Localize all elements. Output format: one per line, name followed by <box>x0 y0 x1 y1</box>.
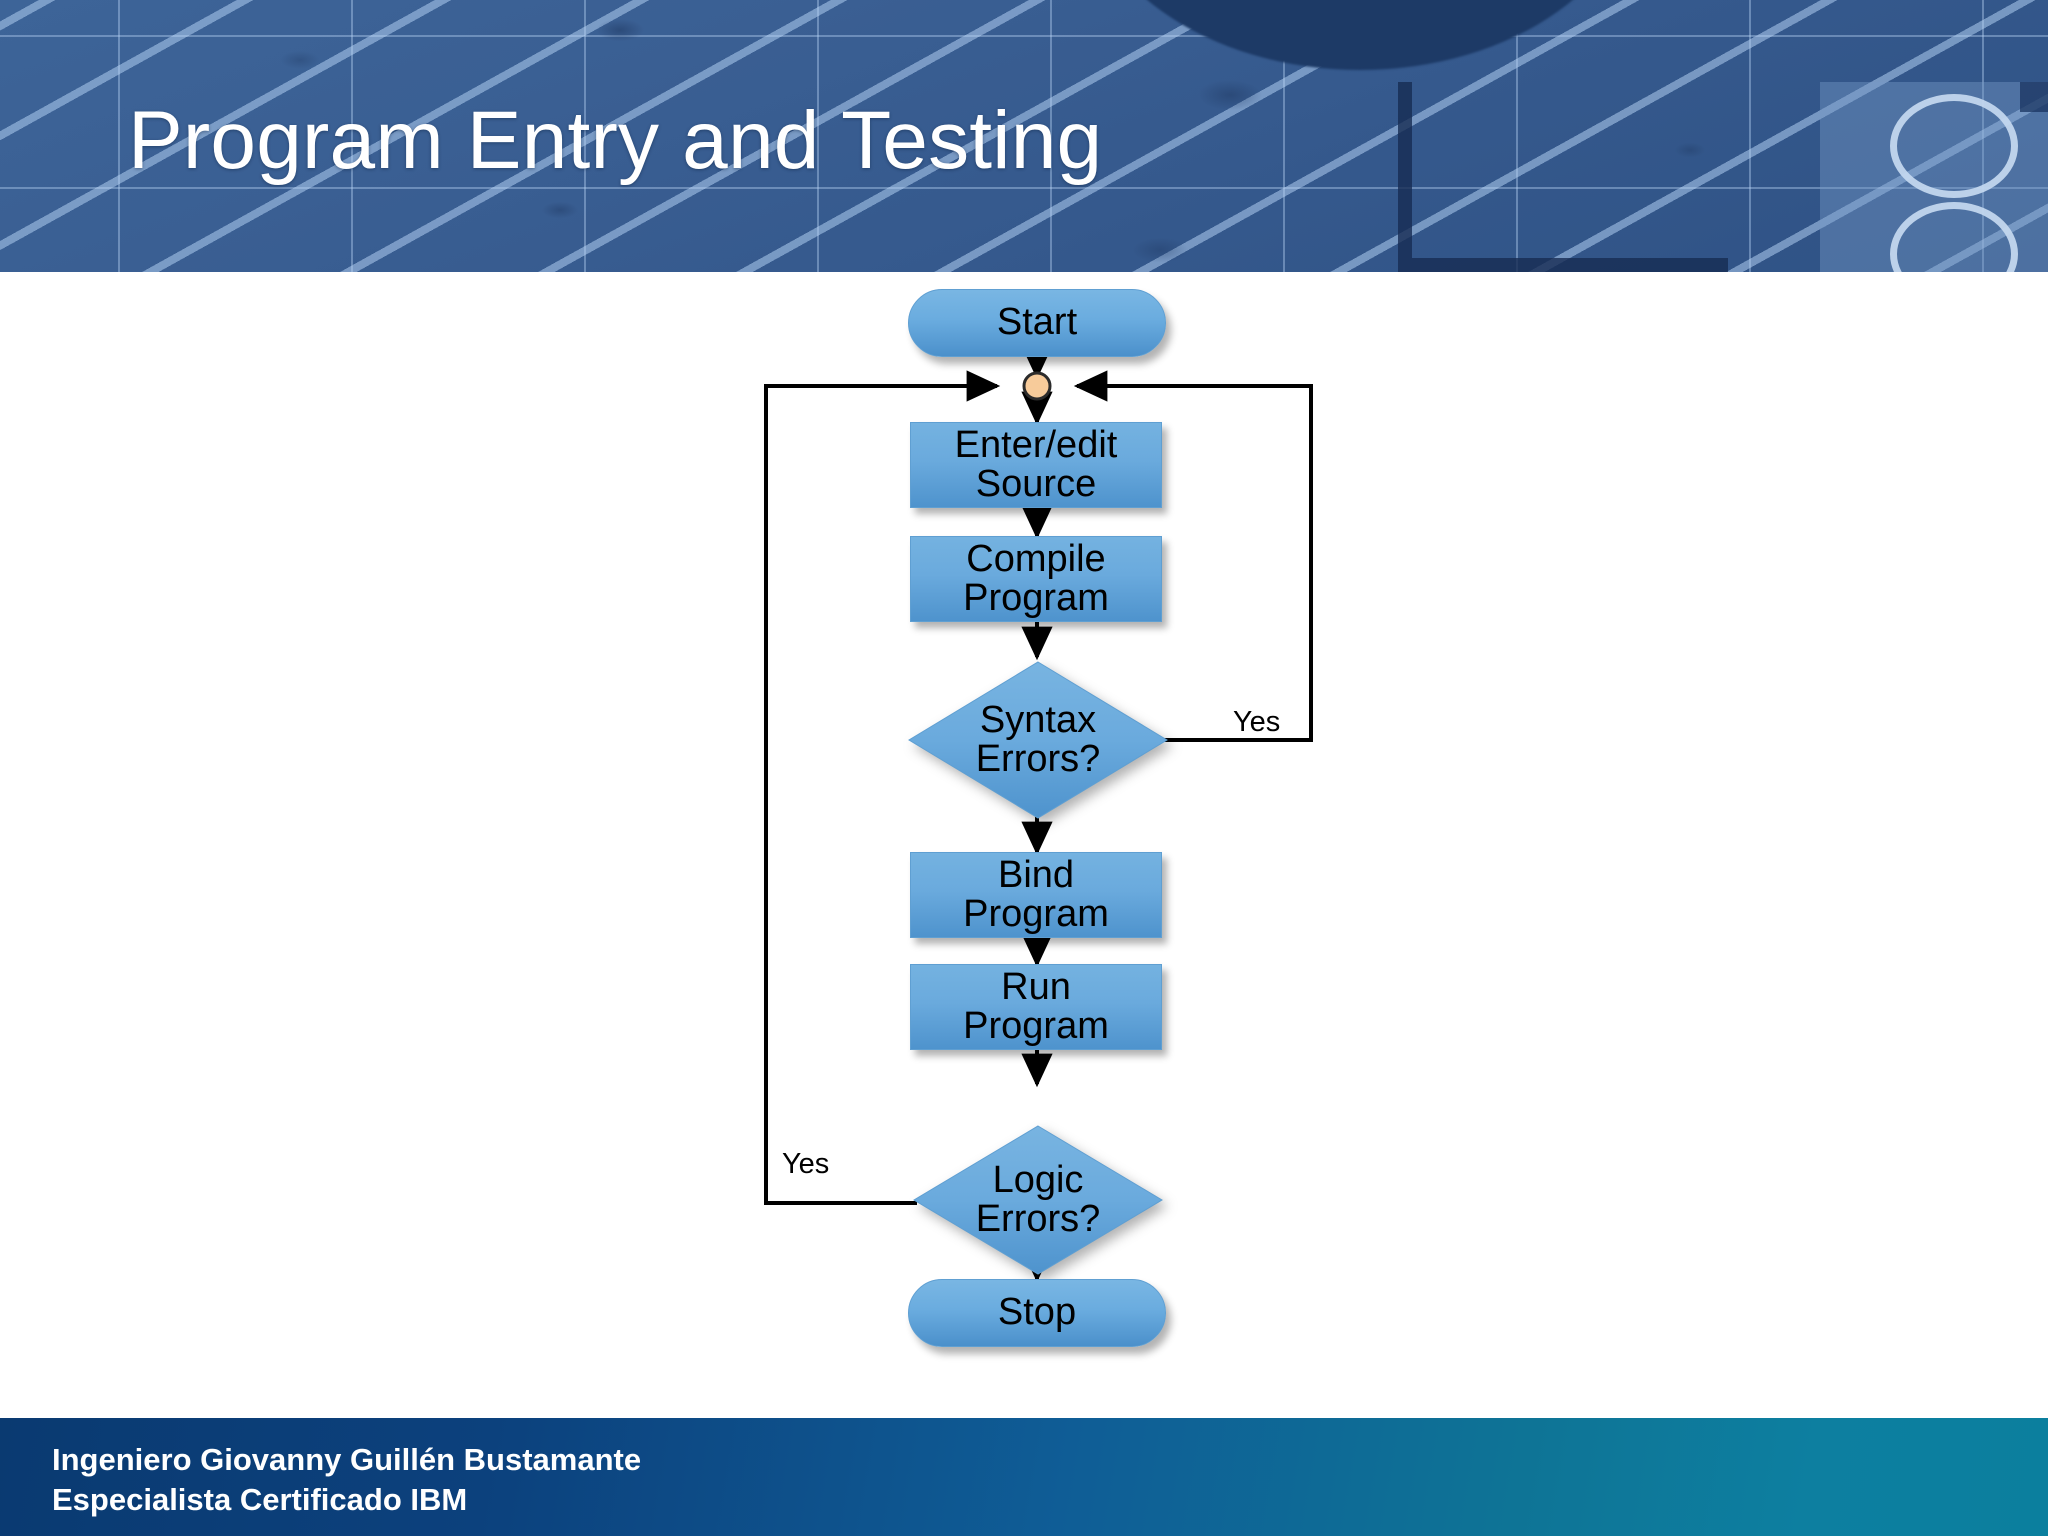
flowchart-diagram: Start Enter/edit Source Compile Program <box>0 272 2048 1418</box>
header-banner: Program Entry and Testing <box>0 0 2048 272</box>
flow-node-enter-edit-line1: Enter/edit <box>954 423 1118 466</box>
flow-merge-junction-dot <box>1022 371 1052 401</box>
flow-edge-label-syntax-yes: Yes <box>1233 706 1281 738</box>
header-map-speckle-decor <box>0 0 2048 272</box>
flow-node-bind-line2: Program <box>963 893 1109 935</box>
footer-banner: Ingeniero Giovanny Guillén Bustamante Es… <box>0 1418 2048 1536</box>
flow-edge-label-logic-yes: Yes <box>782 1148 830 1180</box>
footer-wave-decor <box>0 1418 2048 1536</box>
flow-node-bind-program[interactable]: Bind Program <box>910 852 1162 938</box>
flow-node-start-label: Start <box>996 301 1078 344</box>
flow-node-compile-line1: Compile <box>966 537 1106 580</box>
flow-node-run-program[interactable]: Run Program <box>910 964 1162 1050</box>
footer-credit: Ingeniero Giovanny Guillén Bustamante Es… <box>52 1440 641 1519</box>
flowchart-connectors <box>764 345 1313 1283</box>
flow-node-stop[interactable]: Stop <box>908 1279 1166 1347</box>
flow-node-enter-edit-line2: Source <box>975 463 1097 505</box>
page-title: Program Entry and Testing <box>128 95 1103 186</box>
header-dark-frame-decor <box>1398 82 1728 272</box>
flow-node-logic-errors[interactable]: Logic Errors? <box>912 1124 1164 1276</box>
footer-credit-line2: Especialista Certificado IBM <box>52 1481 468 1517</box>
footer-credit-line1: Ingeniero Giovanny Guillén Bustamante <box>52 1442 642 1477</box>
circle-outline-icon <box>1890 94 2018 198</box>
header-panel-notch-decor <box>2020 82 2048 112</box>
flow-node-run-line2: Program <box>963 1005 1109 1047</box>
flow-node-syntax-errors[interactable]: Syntax Errors? <box>907 660 1169 820</box>
flow-node-stop-label: Stop <box>997 1291 1077 1334</box>
flow-node-start[interactable]: Start <box>908 289 1166 357</box>
flow-node-enter-edit-source[interactable]: Enter/edit Source <box>910 422 1162 508</box>
flow-node-compile-line2: Program <box>963 577 1109 619</box>
flow-node-bind-line1: Bind <box>997 853 1075 896</box>
flow-node-compile-program[interactable]: Compile Program <box>910 536 1162 622</box>
flow-node-run-line1: Run <box>1001 965 1071 1008</box>
circle-outline-icon <box>1890 202 2018 272</box>
